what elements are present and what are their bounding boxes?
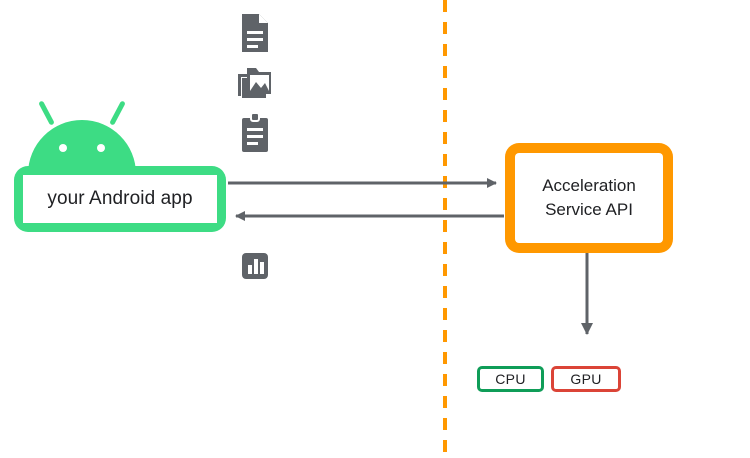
gpu-chip[interactable]: GPU [551, 366, 621, 392]
android-robot-icon [22, 96, 142, 174]
image-icon [236, 62, 274, 104]
api-box-inner: Acceleration Service API [515, 153, 663, 243]
api-box-label-line2: Service API [545, 200, 633, 219]
gpu-chip-label: GPU [570, 371, 602, 387]
document-icon [236, 12, 274, 54]
bar-chart-icon [236, 248, 274, 290]
data-type-icon-column [236, 0, 276, 458]
your-android-app-box[interactable]: your Android app [14, 166, 226, 232]
acceleration-service-api-box[interactable]: Acceleration Service API [505, 143, 673, 253]
cpu-chip[interactable]: CPU [477, 366, 544, 392]
clipboard-icon [236, 112, 274, 154]
app-box-label: your Android app [47, 188, 193, 209]
app-box-inner: your Android app [23, 175, 217, 223]
cpu-chip-label: CPU [495, 371, 526, 387]
process-boundary-divider [443, 0, 447, 458]
api-box-label-line1: Acceleration [542, 176, 636, 196]
